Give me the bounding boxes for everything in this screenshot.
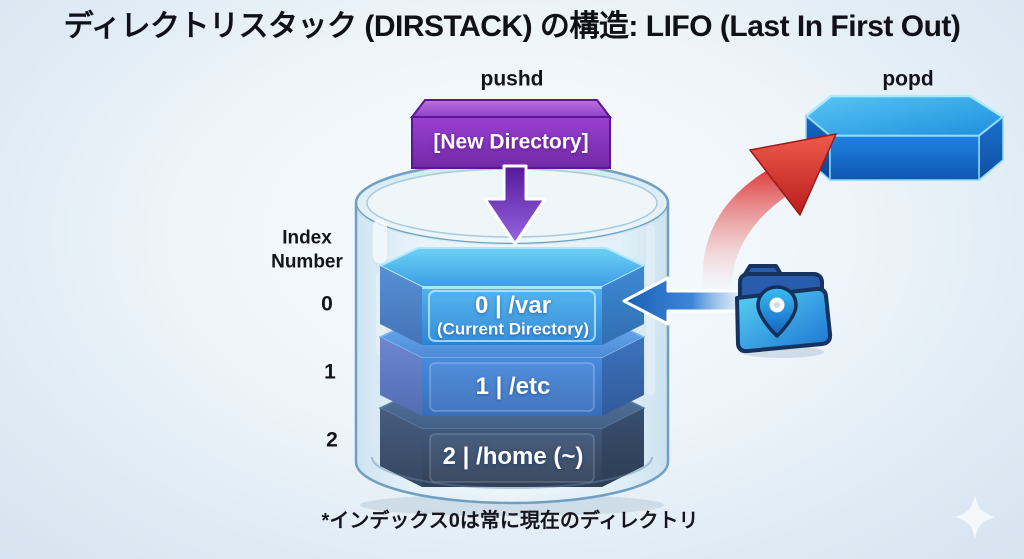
index-header-line2: Number	[271, 251, 343, 273]
stack-block-0	[377, 247, 647, 345]
index-number-0: 0	[321, 292, 333, 316]
new-directory-label: [New Directory]	[433, 130, 589, 154]
popd-arrow-icon	[702, 133, 837, 289]
folder-location-icon	[735, 264, 833, 358]
stack-item-1-label: 1 | /etc	[475, 373, 551, 400]
stack-item-0-sublabel: (Current Directory)	[436, 319, 590, 339]
index-number-2: 2	[326, 428, 338, 452]
location-pin-icon	[756, 285, 798, 338]
glass-front	[354, 203, 670, 505]
pushd-box	[409, 99, 613, 169]
stack-item-0-label: 0 | /var	[474, 292, 552, 319]
stack-item-2-label: 2 | /home (~)	[442, 443, 584, 470]
sparkle-icon	[955, 495, 995, 539]
popd-box	[804, 94, 1005, 182]
pushd-label: pushd	[480, 67, 544, 91]
footnote: *インデックス0は常に現在のディレクトリ	[321, 510, 699, 532]
index-header-line1: Index	[282, 227, 332, 249]
index-number-1: 1	[324, 360, 336, 384]
cylinder-shadow	[360, 494, 664, 516]
glass-highlight	[373, 219, 387, 263]
popd-label: popd	[882, 67, 934, 91]
pushd-arrow-icon	[483, 164, 547, 246]
page-title: ディレクトリスタック (DIRSTACK) の構造: LIFO (Last In…	[63, 10, 961, 43]
